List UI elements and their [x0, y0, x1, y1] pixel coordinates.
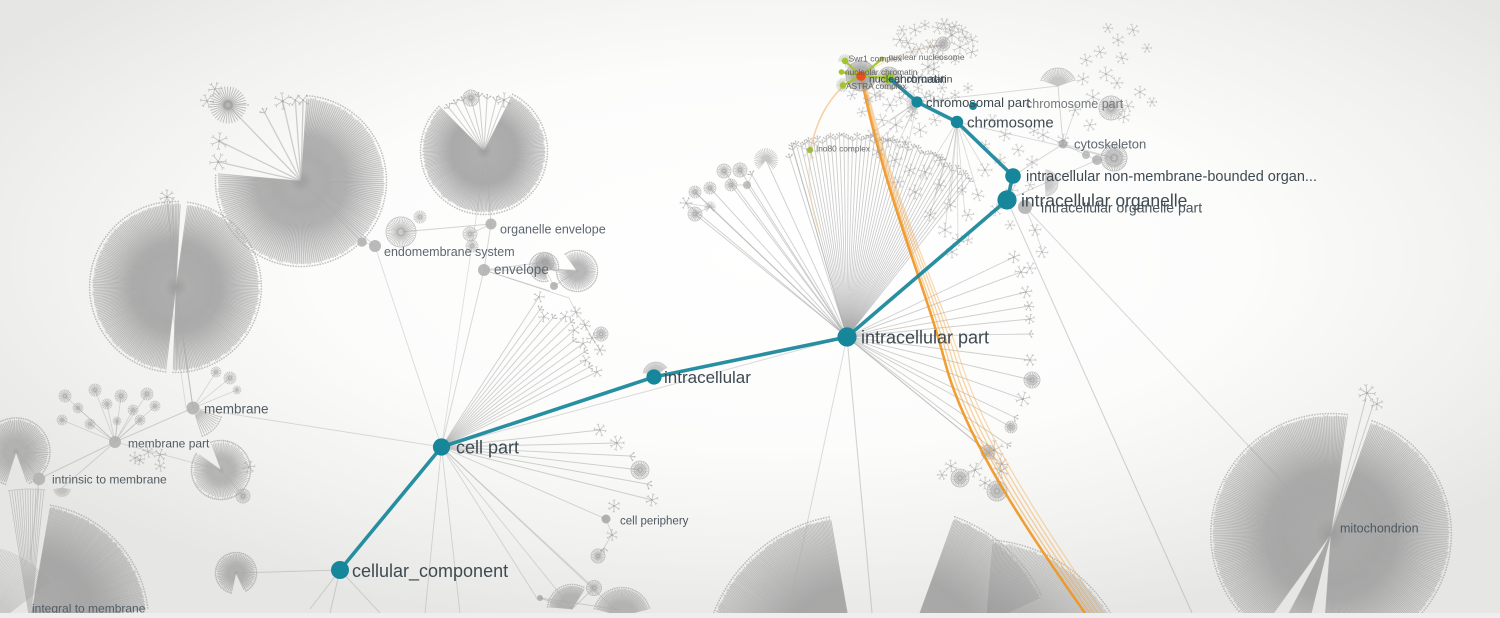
svg-text:intracellular part: intracellular part: [861, 328, 989, 348]
svg-text:chromosomal part: chromosomal part: [926, 95, 1030, 110]
svg-text:cellular_component: cellular_component: [352, 561, 508, 582]
svg-text:nuclear chromatin: nuclear chromatin: [869, 74, 953, 86]
svg-text:mitochondrion: mitochondrion: [1340, 522, 1419, 536]
svg-text:cell periphery: cell periphery: [620, 516, 689, 528]
svg-text:Ino80 complex: Ino80 complex: [816, 144, 871, 154]
svg-text:nuclear nucleosome: nuclear nucleosome: [889, 52, 965, 62]
svg-text:intracellular non-membrane-bou: intracellular non-membrane-bounded organ…: [1026, 169, 1317, 185]
svg-text:Swr1 complex: Swr1 complex: [849, 54, 903, 64]
svg-text:intracellular organelle part: intracellular organelle part: [1041, 200, 1202, 216]
svg-text:chromatin: chromatin: [894, 72, 947, 86]
svg-text:intrinsic to membrane: intrinsic to membrane: [52, 473, 167, 487]
svg-text:ASTRA complex: ASTRA complex: [846, 81, 907, 91]
svg-text:chromosome: chromosome: [967, 115, 1054, 132]
svg-text:endomembrane system: endomembrane system: [384, 245, 515, 259]
svg-text:organelle envelope: organelle envelope: [500, 223, 606, 237]
svg-text:cell part: cell part: [456, 438, 519, 458]
svg-text:integral to membrane: integral to membrane: [32, 602, 146, 614]
svg-text:membrane part: membrane part: [128, 437, 210, 451]
svg-text:intracellular organelle: intracellular organelle: [1021, 191, 1187, 211]
svg-text:membrane: membrane: [204, 402, 269, 417]
svg-text:cytoskeleton: cytoskeleton: [1074, 137, 1146, 152]
svg-text:envelope: envelope: [494, 262, 549, 277]
svg-text:nucleolar chromatin: nucleolar chromatin: [845, 67, 918, 77]
svg-text:intracellular: intracellular: [664, 368, 751, 387]
svg-text:chromosome part: chromosome part: [1026, 97, 1124, 111]
